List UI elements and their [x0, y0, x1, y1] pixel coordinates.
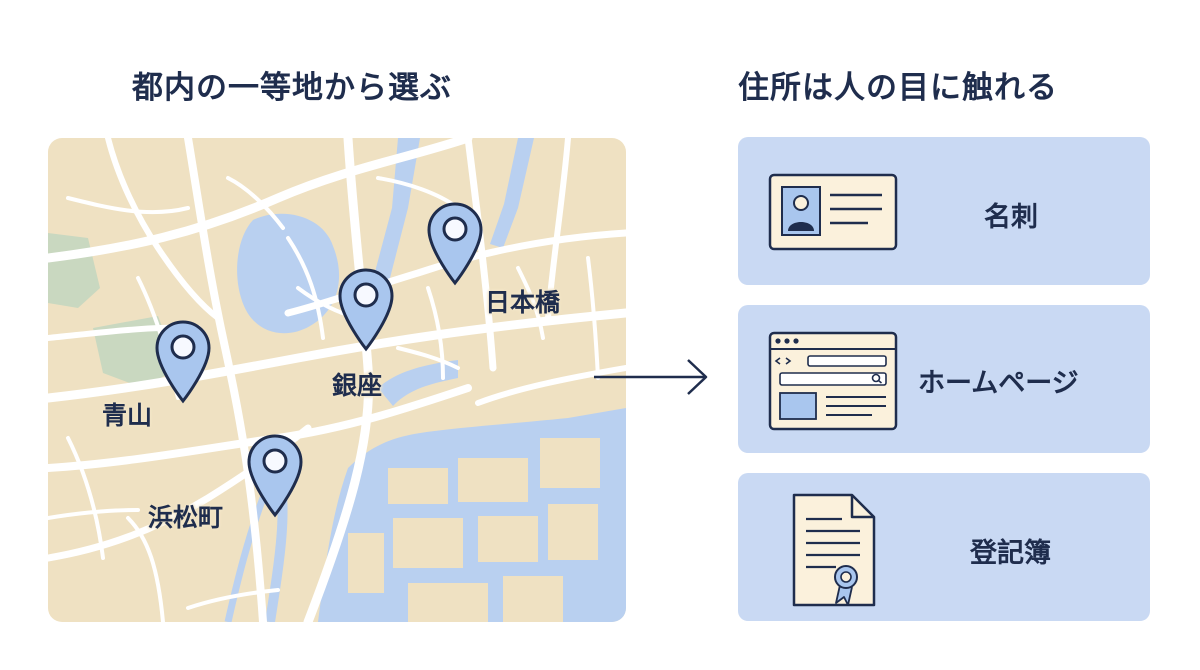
location-label-ginza: 銀座	[332, 371, 383, 400]
card-label-meishi: 名刺	[984, 202, 1038, 233]
card-tokibo: 登記簿	[738, 473, 1150, 621]
card-label-homepage: ホームページ	[918, 368, 1079, 399]
location-label-hamamatsucho: 浜松町	[148, 503, 224, 532]
arrow-right-icon	[594, 359, 708, 395]
business-card-icon	[768, 173, 898, 251]
certificate-document-icon	[792, 493, 876, 607]
location-label-nihonbashi: 日本橋	[485, 288, 561, 317]
map-base	[48, 138, 626, 622]
map-pin-icon	[336, 266, 396, 352]
card-meishi: 名刺	[738, 137, 1150, 285]
map-pin-icon	[153, 318, 213, 404]
location-label-aoyama: 青山	[102, 401, 153, 430]
map-pin-icon	[245, 432, 305, 518]
tokyo-map: 青山 銀座 日本橋 浜松町	[48, 138, 626, 622]
left-heading: 都内の一等地から選ぶ	[132, 70, 452, 106]
browser-window-icon	[768, 331, 898, 431]
map-pin-icon	[425, 200, 485, 286]
right-heading: 住所は人の目に触れる	[738, 70, 1058, 106]
card-homepage: ホームページ	[738, 305, 1150, 453]
card-label-tokibo: 登記簿	[970, 538, 1051, 569]
